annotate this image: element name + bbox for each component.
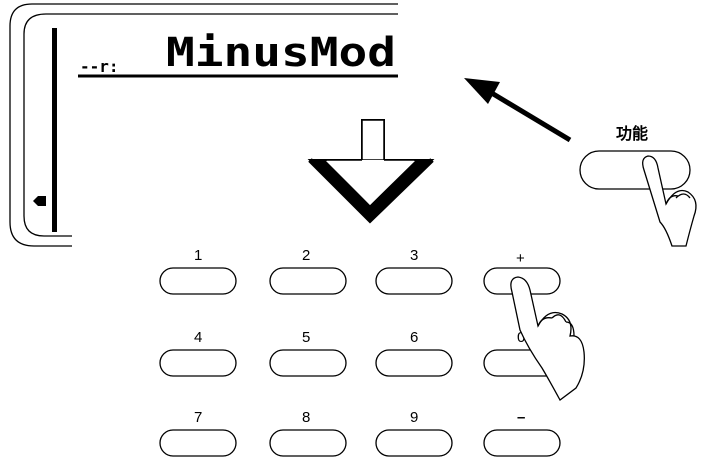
lcd-cursor-indicator xyxy=(33,196,46,206)
key-8-label: 8 xyxy=(302,409,310,426)
lcd-inner-frame xyxy=(23,13,398,237)
key-9-button[interactable] xyxy=(375,429,453,457)
lcd-prefix: --r: xyxy=(80,57,119,76)
lcd-left-bar xyxy=(52,28,57,232)
key-plus-label: + xyxy=(516,250,525,267)
lcd-display: --r: MinusMod xyxy=(9,3,398,247)
key-0-label: 0 xyxy=(517,329,525,346)
key-6-button[interactable] xyxy=(375,349,453,377)
key-3-label: 3 xyxy=(410,247,418,264)
function-key-button[interactable] xyxy=(579,150,691,190)
hand-icon xyxy=(642,155,697,247)
hand-icon xyxy=(510,276,585,401)
key-minus-label: – xyxy=(517,409,525,426)
key-2-button[interactable] xyxy=(269,267,347,295)
key-minus-button[interactable] xyxy=(483,429,561,457)
key-6-label: 6 xyxy=(410,329,418,346)
keypad: 1 2 3 + 4 5 6 0 7 8 9 – xyxy=(159,247,561,457)
lcd-text: MinusMod xyxy=(166,30,396,76)
key-1-label: 1 xyxy=(194,247,202,264)
key-1-button[interactable] xyxy=(159,267,237,295)
key-7-button[interactable] xyxy=(159,429,237,457)
key-7-label: 7 xyxy=(194,409,202,426)
key-5-button[interactable] xyxy=(269,349,347,377)
key-9-label: 9 xyxy=(410,409,418,426)
key-3-button[interactable] xyxy=(375,267,453,295)
function-key-label: 功能 xyxy=(616,124,648,143)
key-4-button[interactable] xyxy=(159,349,237,377)
key-8-button[interactable] xyxy=(269,429,347,457)
pointer-arrow-icon xyxy=(464,78,572,143)
key-5-label: 5 xyxy=(302,329,310,346)
lcd-outer-frame xyxy=(9,3,398,247)
down-arrow-icon xyxy=(307,119,435,224)
function-key[interactable]: 功能 xyxy=(579,124,691,190)
key-2-label: 2 xyxy=(302,247,310,264)
key-4-label: 4 xyxy=(194,329,202,346)
